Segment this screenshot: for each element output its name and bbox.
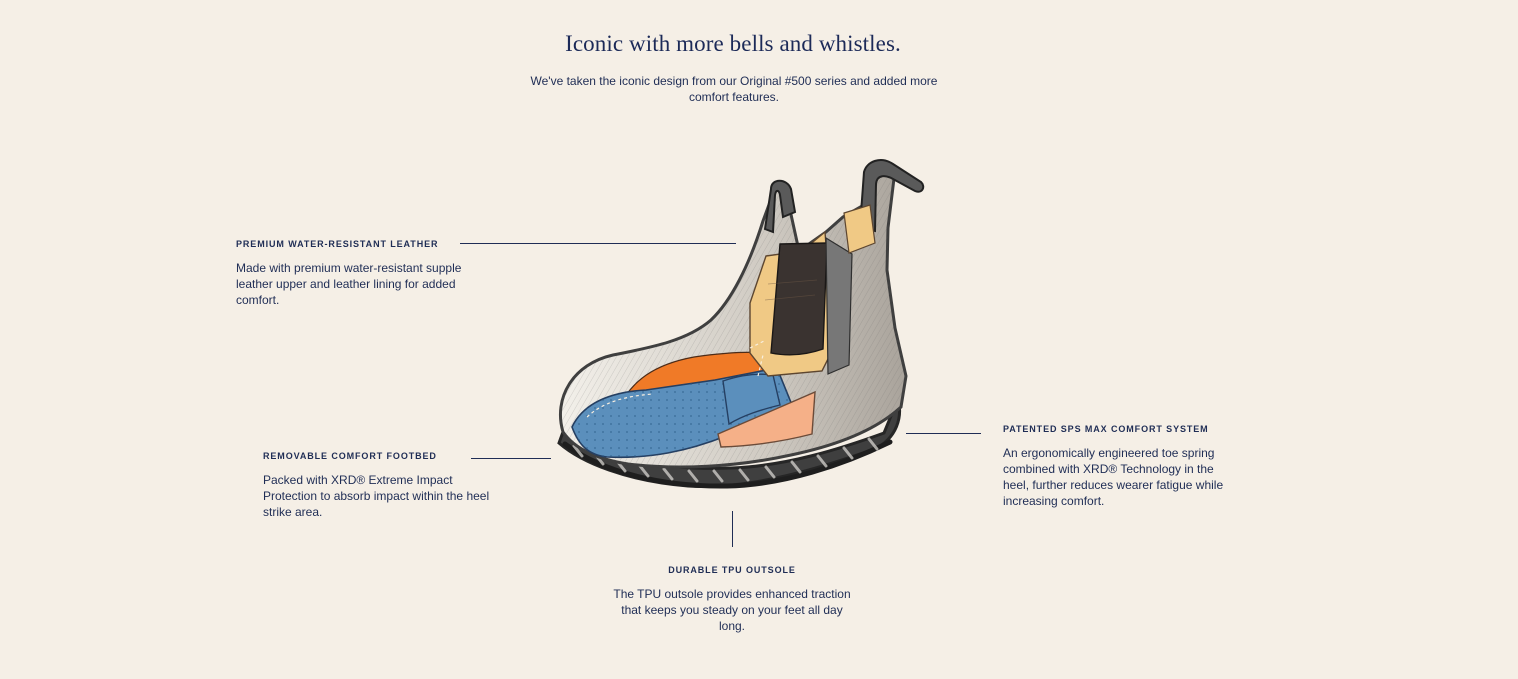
outsole-feature-title: DURABLE TPU OUTSOLE — [668, 565, 796, 575]
stitching-icon — [586, 279, 818, 418]
comfort-system-feature-text: An ergonomically engineered toe spring c… — [1003, 446, 1224, 508]
comfort-system-feature-title: PATENTED SPS MAX COMFORT SYSTEM — [1003, 424, 1209, 434]
leather-feature-text: Made with premium water-resistant supple… — [236, 261, 462, 307]
outsole-callout-line — [732, 511, 733, 547]
boot-cutaway-illustration — [557, 159, 925, 489]
leather-feature-title: PREMIUM WATER-RESISTANT LEATHER — [236, 239, 439, 249]
boot-cutaway-layers-icon — [571, 204, 876, 459]
outsole-feature-text: The TPU outsole provides enhanced tracti… — [613, 587, 851, 633]
leather-callout-line — [460, 243, 736, 244]
footbed-feature-text: Packed with XRD® Extreme Impact Protecti… — [263, 473, 490, 519]
section-subtitle: We've taken the iconic design from our O… — [530, 74, 938, 104]
section-title: Iconic with more bells and whistles. — [565, 31, 901, 56]
boot-pull-tab-icon — [763, 159, 925, 234]
footbed-feature-title: REMOVABLE COMFORT FOOTBED — [263, 451, 437, 461]
comfort-system-callout-line — [906, 433, 981, 434]
footbed-callout-line — [471, 458, 551, 459]
